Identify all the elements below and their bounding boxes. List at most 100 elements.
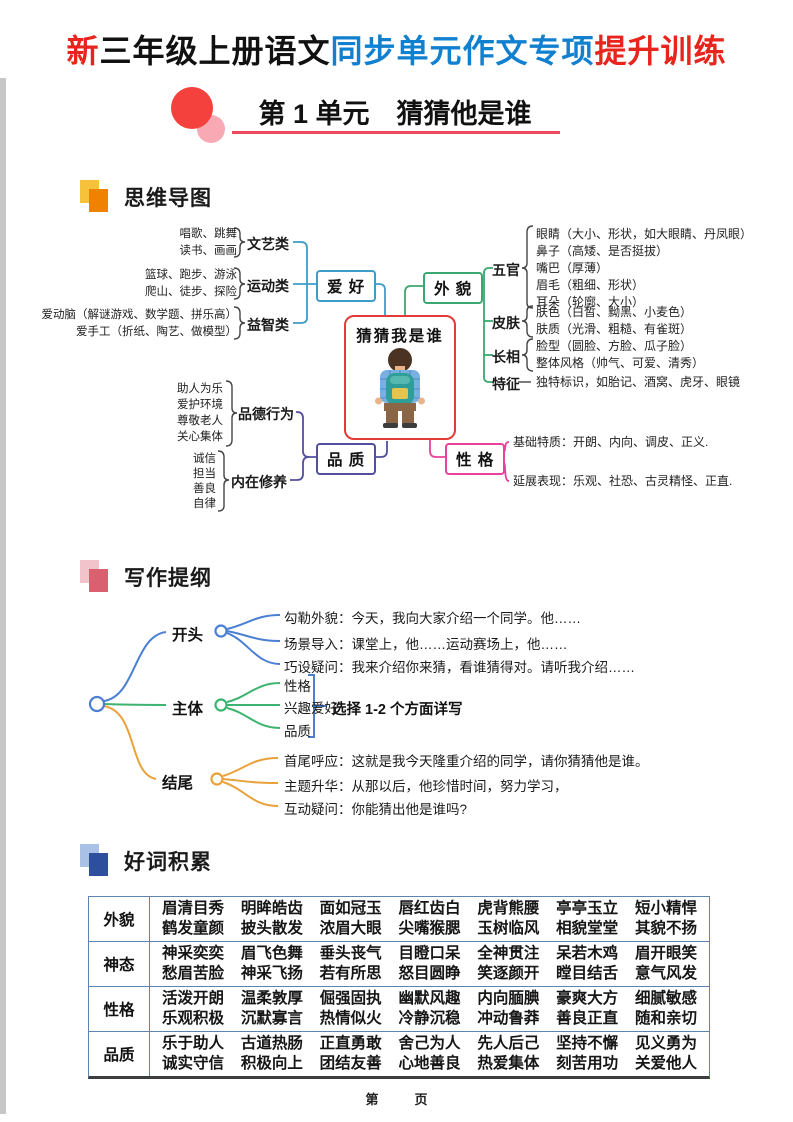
mindmap-item: 脸型（圆脸、方脸、瓜子脸） bbox=[536, 339, 693, 353]
word: 披头散发 bbox=[240, 920, 303, 937]
mindmap-item: 爱手工（折纸、陶艺、做模型） bbox=[76, 326, 237, 338]
hobby-group-2-items: 篮球、跑步、游泳爬山、徒步、探险 bbox=[145, 267, 237, 301]
square-front-icon bbox=[89, 853, 108, 876]
word: 明眸皓齿 bbox=[240, 900, 303, 917]
word: 古道热肠 bbox=[240, 1035, 303, 1052]
word: 笑逐颜开 bbox=[477, 965, 540, 982]
quality-group-2-items: 诚信担当善良自律 bbox=[193, 452, 216, 512]
outline-item: 勾勒外貌：今天，我向大家介绍一个同学。他…… bbox=[284, 611, 581, 626]
word: 浓眉大眼 bbox=[319, 920, 382, 937]
word: 见义勇为 bbox=[634, 1035, 697, 1052]
outline-item: 性格 bbox=[284, 679, 311, 694]
title-part-3: 同步单元作文专项 bbox=[330, 33, 595, 69]
mindmap-item: 诚信 bbox=[193, 453, 216, 465]
mindmap-item: 肤质（光滑、粗糙、有雀斑） bbox=[536, 322, 693, 336]
word: 眉开眼笑 bbox=[634, 945, 697, 962]
boy-illustration bbox=[375, 348, 425, 428]
unit-title-underline bbox=[232, 131, 560, 134]
start-branch-lines bbox=[103, 614, 326, 738]
word: 短小精悍 bbox=[634, 900, 697, 917]
appearance-node: 外 貌 bbox=[423, 272, 484, 304]
end-node-circle bbox=[210, 772, 224, 786]
quality-node: 品 质 bbox=[316, 443, 377, 475]
row-category: 品质 bbox=[89, 1032, 150, 1076]
row-category: 神态 bbox=[89, 942, 150, 986]
row-category: 外貌 bbox=[89, 897, 150, 941]
word: 温柔敦厚 bbox=[240, 990, 303, 1007]
appearance-group-1-label: 五官 bbox=[492, 262, 520, 278]
title-part-4: 提升训练 bbox=[594, 33, 727, 69]
outline-item: 兴趣爱好 bbox=[284, 701, 338, 716]
word: 其貌不扬 bbox=[634, 920, 697, 937]
word: 积极向上 bbox=[240, 1055, 303, 1072]
word-line: 鹤发童颜披头散发浓眉大眼尖嘴猴腮玉树临风相貌堂堂其貌不扬 bbox=[162, 919, 697, 939]
word: 相貌堂堂 bbox=[556, 920, 619, 937]
word: 内向腼腆 bbox=[477, 990, 540, 1007]
personality-node: 性 格 bbox=[445, 443, 506, 475]
outline-item: 巧设疑问：我来介绍你来猜，看谁猜得对。请听我介绍…… bbox=[284, 660, 635, 675]
word: 全神贯注 bbox=[477, 945, 540, 962]
appearance-group-1-items: 眼睛（大小、形状，如大眼睛、丹凤眼）鼻子（高矮、是否挺拔）嘴巴（厚薄）眉毛（粗细… bbox=[536, 226, 752, 311]
word: 正直勇敢 bbox=[319, 1035, 382, 1052]
outline-item: 品质 bbox=[284, 724, 311, 739]
mindmap-item: 眉毛（粗细、形状） bbox=[536, 278, 645, 292]
word: 垂头丧气 bbox=[319, 945, 382, 962]
mindmap-item: 尊敬老人 bbox=[177, 415, 223, 427]
section-header-outline: 写作提纲 bbox=[80, 560, 212, 594]
hobby-group-3-label: 益智类 bbox=[247, 317, 289, 333]
word: 尖嘴猴腮 bbox=[398, 920, 461, 937]
hobby-group-2-label: 运动类 bbox=[247, 278, 289, 294]
word: 若有所思 bbox=[319, 965, 382, 982]
outline-item: 主题升华：从那以后，他珍惜时间，努力学习， bbox=[284, 779, 568, 794]
mindmap-item: 唱歌、跳舞 bbox=[179, 228, 238, 240]
outline-node-body: 主体 bbox=[172, 701, 204, 718]
word: 豪爽大方 bbox=[556, 990, 619, 1007]
outline-diagram: 开头 勾勒外貌：今天，我向大家介绍一个同学。他…… 场景导入：课堂上，他……运动… bbox=[0, 598, 793, 833]
table-row: 品质 乐于助人古道热肠正直勇敢舍己为人先人后己坚持不懈见义勇为 诚实守信积极向上… bbox=[89, 1031, 709, 1076]
mindmap-item: 爱护环境 bbox=[177, 399, 223, 411]
word-line: 诚实守信积极向上团结友善心地善良热爱集体刻苦用功关爱他人 bbox=[162, 1054, 697, 1074]
word: 活泼开朗 bbox=[162, 990, 225, 1007]
quality-group-2-label: 内在修养 bbox=[231, 474, 287, 490]
mindmap-center-node: 猜猜我是谁 bbox=[344, 315, 456, 440]
table-row: 外貌 眉清目秀明眸皓齿面如冠玉唇红齿白虎背熊腰亭亭玉立短小精悍 鹤发童颜披头散发… bbox=[89, 897, 709, 941]
squares-icon bbox=[80, 844, 110, 878]
hobby-group-1-items: 唱歌、跳舞读书、画画 bbox=[180, 226, 238, 260]
word: 呆若木鸡 bbox=[556, 945, 619, 962]
word: 团结友善 bbox=[319, 1055, 382, 1072]
word: 舍己为人 bbox=[398, 1035, 461, 1052]
words-table: 外貌 眉清目秀明眸皓齿面如冠玉唇红齿白虎背熊腰亭亭玉立短小精悍 鹤发童颜披头散发… bbox=[88, 896, 710, 1079]
section-title-outline: 写作提纲 bbox=[124, 567, 212, 590]
mindmap-item: 自律 bbox=[193, 498, 216, 510]
appearance-group-3-label: 长相 bbox=[492, 349, 520, 365]
word: 善良正直 bbox=[556, 1010, 619, 1027]
squares-icon bbox=[80, 560, 110, 594]
word: 乐于助人 bbox=[162, 1035, 225, 1052]
word: 心地善良 bbox=[398, 1055, 461, 1072]
mindmap-item: 鼻子（高矮、是否挺拔） bbox=[536, 244, 669, 258]
quality-branch-lines bbox=[290, 411, 388, 481]
table-row: 性格 活泼开朗温柔敦厚倔强固执幽默风趣内向腼腆豪爽大方细腻敏感 乐观积极沉默寡言… bbox=[89, 986, 709, 1031]
section-title-mindmap: 思维导图 bbox=[124, 187, 212, 210]
mindmap-item: 关心集体 bbox=[177, 431, 223, 443]
mindmap-item: 耳朵（轮廓、大小） bbox=[536, 295, 645, 309]
section-title-words: 好词积累 bbox=[124, 851, 212, 874]
word: 虎背熊腰 bbox=[477, 900, 540, 917]
hobby-node: 爱 好 bbox=[316, 270, 377, 302]
appearance-group-3-items: 脸型（圆脸、方脸、瓜子脸） 整体风格（帅气、可爱、清秀） bbox=[536, 338, 704, 372]
mindmap-connectors bbox=[217, 225, 534, 512]
end-branch-lines bbox=[103, 705, 279, 807]
mindmap-item: 整体风格（帅气、可爱、清秀） bbox=[536, 356, 705, 370]
word: 目瞪口呆 bbox=[398, 945, 461, 962]
footer-page-suffix: 页 bbox=[414, 1092, 428, 1107]
mindmap-item: 爱动脑（解谜游戏、数学题、拼乐高） bbox=[41, 309, 238, 321]
word: 诚实守信 bbox=[162, 1055, 225, 1072]
row-category: 性格 bbox=[89, 987, 150, 1031]
mindmap-item: 篮球、跑步、游泳 bbox=[145, 269, 237, 281]
word: 幽默风趣 bbox=[398, 990, 461, 1007]
word: 乐观积极 bbox=[162, 1010, 225, 1027]
mindmap-item: 独特标识，如胎记、酒窝、虎牙、眼镜 bbox=[536, 375, 741, 389]
row-content: 活泼开朗温柔敦厚倔强固执幽默风趣内向腼腆豪爽大方细腻敏感 乐观积极沉默寡言热情似… bbox=[150, 987, 709, 1031]
square-front-icon bbox=[89, 189, 108, 212]
section-header-words: 好词积累 bbox=[80, 844, 212, 878]
